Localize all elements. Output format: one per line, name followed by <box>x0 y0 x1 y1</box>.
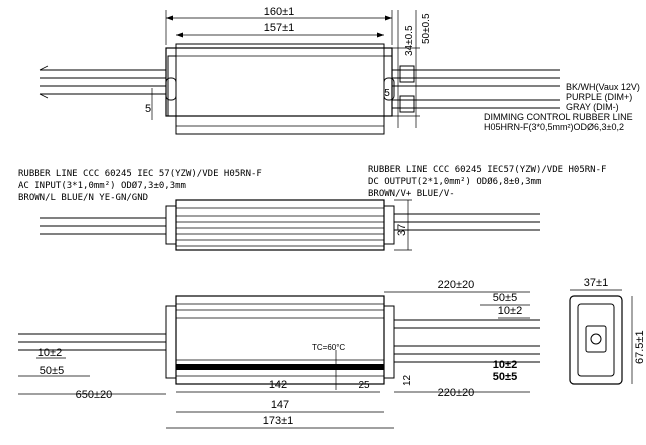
top-dim-5-right: 5 <box>384 88 390 99</box>
right-spec-3: BROWN/V+ BLUE/V- <box>368 189 455 199</box>
in-dim-10: 10±2 <box>38 347 62 359</box>
out-dim-10: 10±2 <box>498 305 522 317</box>
dimming-title: DIMMING CONTROL RUBBER LINE <box>484 112 633 122</box>
out-dim-220: 220±20 <box>438 279 475 291</box>
top-dim-50: 50±0.5 <box>421 13 432 44</box>
dim-142: 142 <box>269 379 287 391</box>
end-dim-37: 37±1 <box>584 277 608 289</box>
in-dim-50: 50±5 <box>40 365 64 377</box>
dim-dim-10: 10±2 <box>493 359 517 371</box>
dim-25: 25 <box>358 380 370 391</box>
dim-dim-50: 50±5 <box>493 371 517 383</box>
out-dim-50: 50±5 <box>493 292 517 304</box>
dim-12: 12 <box>402 374 413 386</box>
in-dim-650: 650±20 <box>76 389 113 401</box>
left-spec-3: BROWN/L BLUE/N YE-GN/GND <box>18 193 148 203</box>
dimming-spec: H05HRN-F(3*0,5mm²)ODØ6,3±0,2 <box>484 122 624 132</box>
wire-label-dim-plus: PURPLE (DIM+) <box>566 92 632 102</box>
top-dim-34: 34±0.5 <box>404 25 415 56</box>
side-view: RUBBER LINE CCC 60245 IEC 57(YZW)/VDE H0… <box>18 165 606 251</box>
end-view: 37±1 67.5±1 <box>569 277 646 385</box>
right-spec-1: RUBBER LINE CCC 60245 IEC57(YZW)/VDE H05… <box>368 165 606 175</box>
top-view: 160±1 157±1 5 34±0.5 50±0.5 <box>39 6 640 135</box>
dim-173: 173±1 <box>263 415 294 427</box>
wire-label-dim-minus: GRAY (DIM-) <box>566 102 619 112</box>
left-spec-2: AC INPUT(3*1,0mm²) ODØ7,3±0,3mm <box>18 180 186 191</box>
tc-label: TC=60°C <box>312 343 345 352</box>
bottom-view: 220±20 50±5 10±2 TC=60°C 10±2 50±5 10±2 … <box>18 279 540 429</box>
left-spec-1: RUBBER LINE CCC 60245 IEC 57(YZW)/VDE H0… <box>18 169 262 179</box>
top-dim-160: 160±1 <box>264 6 295 18</box>
right-spec-2: DC OUTPUT(2*1,0mm²) ODØ6,8±0,3mm <box>368 176 541 187</box>
end-dim-67: 67.5±1 <box>634 330 646 364</box>
top-dim-5-left: 5 <box>145 103 151 115</box>
dim-147: 147 <box>271 399 289 411</box>
top-dim-157: 157±1 <box>264 22 295 34</box>
side-dim-37: 37 <box>396 224 408 236</box>
dim-dim-wire-220: 220±20 <box>438 387 475 399</box>
wire-label-vaux: BK/WH(Vaux 12V) <box>566 82 640 92</box>
